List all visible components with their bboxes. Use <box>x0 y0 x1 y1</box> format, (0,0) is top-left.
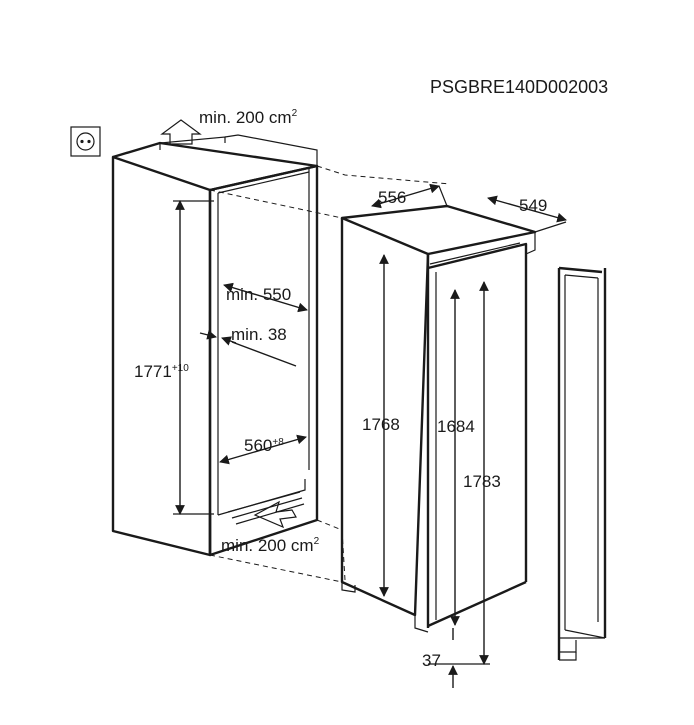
niche-depth-label: min. 550 <box>226 285 291 304</box>
vent-top-label: min. 200 cm2 <box>199 108 298 127</box>
niche-gap-dimension <box>199 330 297 367</box>
niche-height-label: 1771+10 <box>134 362 189 381</box>
appliance-depth-dimension <box>487 195 567 233</box>
overall-height-label: 1783 <box>463 472 501 491</box>
appliance-width-dimension <box>371 183 448 209</box>
niche-height-dimension <box>173 200 214 515</box>
door-height-label: 1684 <box>437 417 475 436</box>
niche-depth-dimension <box>223 282 308 313</box>
niche-width-label: 560+8 <box>244 436 284 455</box>
power-socket-icon <box>70 126 101 157</box>
appliance-width-label: 556 <box>378 188 406 207</box>
vent-bottom-label: min. 200 cm2 <box>221 536 320 555</box>
airflow-up-arrow-icon <box>160 119 202 145</box>
airflow-in-arrow-icon <box>253 500 297 529</box>
niche-gap-label: min. 38 <box>231 325 287 344</box>
plinth-label: 37 <box>422 651 441 670</box>
drawing-code: PSGBRE140D002003 <box>430 77 608 97</box>
niche-width-dimension <box>219 434 307 465</box>
overall-height-dimension <box>428 281 490 665</box>
side-profile <box>557 266 607 661</box>
appliance-height-label: 1768 <box>362 415 400 434</box>
appliance-depth-label: 549 <box>519 196 547 215</box>
appliance-body <box>340 204 537 633</box>
niche-cabinet <box>111 134 319 557</box>
alignment-lines <box>209 165 451 583</box>
